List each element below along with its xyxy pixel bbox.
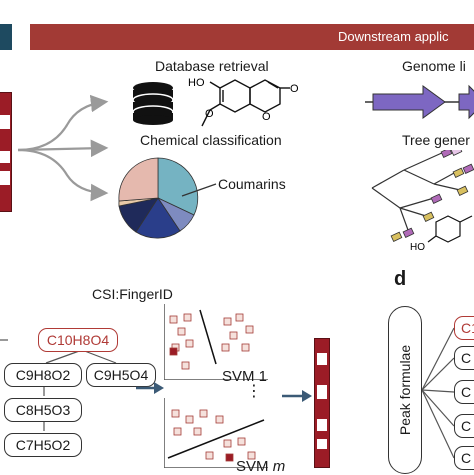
panel-d-formula-3: C (454, 380, 474, 404)
fingerprint-bar-top (0, 92, 12, 212)
svm-m-variable: m (272, 458, 286, 475)
coumarin-molecule-icon: HO O O O (188, 77, 299, 127)
child-formula-node-2: C9H5O4 (86, 363, 156, 387)
svm-ellipsis: ⋮ (246, 383, 262, 400)
grandchild-formula-node: C8H5O3 (4, 398, 82, 422)
phenol-molecule-icon: HO (410, 215, 473, 253)
csi-fingerid-title: CSI:FingerID (92, 286, 173, 302)
branching-arrows (17, 94, 109, 202)
downstream-banner: Downstream applic (30, 24, 474, 50)
child-formula-node-1: C9H8O2 (4, 363, 82, 387)
coumarins-label: Coumarins (218, 176, 286, 192)
database-icon (132, 82, 174, 125)
leaf-formula-node: C7H5O2 (4, 433, 82, 457)
phenol-atom-ho: HO (410, 242, 425, 253)
peak-formulae-box: Peak formulae (388, 306, 422, 474)
root-formula-node: C10H8O4 (38, 328, 118, 352)
arrow-to-svm (136, 382, 164, 394)
svm-plot-1 (164, 304, 268, 380)
database-retrieval-label: Database retrieval (155, 58, 269, 74)
panel-d-formula-1: C1 (454, 316, 474, 340)
fingerprint-bar-bottom (314, 338, 330, 468)
panel-d-connectors (422, 327, 454, 459)
panel-d-formula-2: C (454, 346, 474, 370)
fragmentation-tree-lines (0, 339, 117, 431)
molecule-atom-o1: O (205, 108, 214, 120)
panel-d-formula-4: C (454, 414, 474, 438)
banner-left-block (0, 24, 12, 50)
svm-1-label: SVM 1 (222, 368, 268, 385)
svm-plot-m (164, 398, 268, 468)
phylogenetic-tree (371, 150, 474, 242)
molecule-atom-o2: O (262, 111, 271, 123)
panel-d-formula-5: C (454, 446, 474, 470)
genome-label: Genome li (402, 58, 466, 74)
coumarins-pointer-line (181, 183, 217, 197)
svm-m-prefix: SVM (236, 458, 269, 475)
panel-d-letter: d (394, 268, 407, 290)
gene-arrows (365, 84, 474, 120)
chemical-classification-label: Chemical classification (140, 132, 282, 148)
tree-label: Tree gener (402, 132, 470, 148)
molecule-atom-o3: O (290, 83, 299, 95)
pie-chart (118, 157, 199, 239)
molecule-atom-ho: HO (188, 77, 205, 89)
arrow-to-fingerprint (282, 390, 312, 402)
svm-m-label: SVM m (236, 458, 285, 475)
peak-formulae-label: Peak formulae (397, 344, 413, 436)
